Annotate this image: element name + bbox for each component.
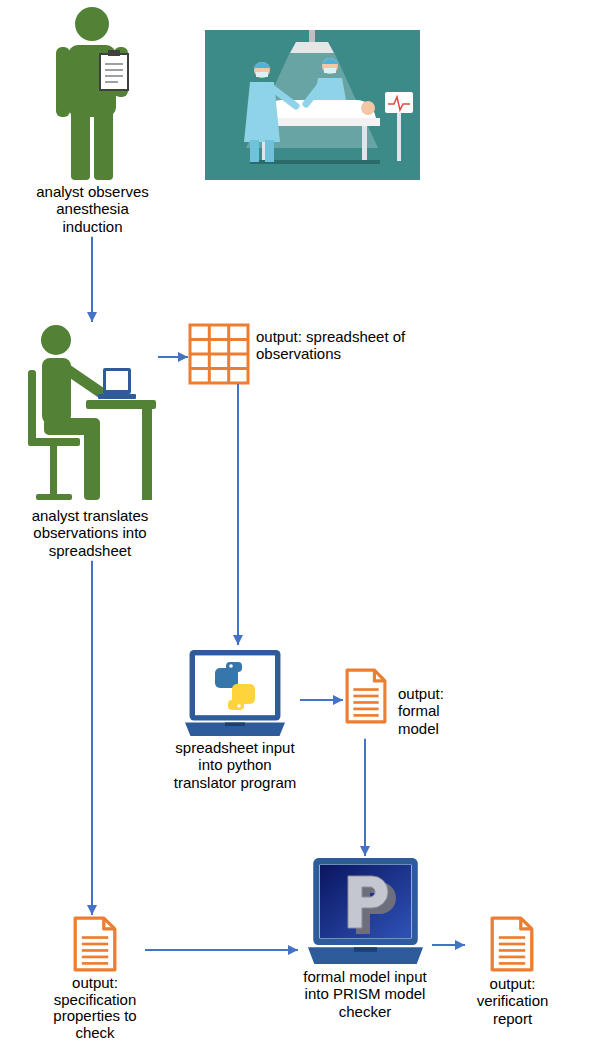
flow-arrow xyxy=(300,699,343,701)
document-icon xyxy=(492,918,532,970)
icon-node: output: formal model xyxy=(343,665,473,739)
spreadsheet-icon xyxy=(190,325,248,383)
flow-arrow xyxy=(364,739,366,856)
icon-node: analyst translates observations into spr… xyxy=(22,322,158,561)
flow-arrow xyxy=(432,944,465,946)
icon-node: analyst observes anesthesia induction xyxy=(30,5,155,237)
analyst-figure xyxy=(56,7,128,180)
icon-node: output: verification report xyxy=(465,915,560,1029)
node-caption: output: formal model xyxy=(398,685,473,737)
operating-room-picture xyxy=(205,30,420,180)
icon-node: output: spreadsheet of observations xyxy=(188,322,413,384)
icon-node: formal model input into PRISM model chec… xyxy=(298,856,432,1022)
clipboard-icon xyxy=(100,50,128,90)
node-caption: output: specification properties to chec… xyxy=(45,975,145,1041)
node-caption: formal model input into PRISM model chec… xyxy=(298,968,432,1020)
flow-arrow xyxy=(145,949,298,951)
flow-arrow xyxy=(158,356,188,358)
node-caption: output: verification report xyxy=(465,975,560,1027)
icon-node: spreadsheet input into python translator… xyxy=(170,645,300,793)
document-icon xyxy=(75,918,115,970)
prism-logo xyxy=(320,865,411,938)
document-icon xyxy=(347,670,385,722)
flow-arrow xyxy=(91,561,93,915)
icon-node: output: specification properties to chec… xyxy=(45,915,145,1043)
desk-laptop-icon xyxy=(98,368,136,399)
flow-arrow xyxy=(91,237,93,322)
node-caption: analyst observes anesthesia induction xyxy=(30,183,155,235)
laptop-icon xyxy=(185,650,285,736)
seated-analyst-figure xyxy=(28,325,156,500)
node-caption: analyst translates observations into spr… xyxy=(22,507,158,559)
python-logo xyxy=(215,662,255,710)
flow-arrow xyxy=(237,384,239,645)
laptop-icon xyxy=(308,858,423,964)
node-caption: output: spreadsheet of observations xyxy=(256,328,413,363)
node-caption: spreadsheet input into python translator… xyxy=(170,739,300,791)
